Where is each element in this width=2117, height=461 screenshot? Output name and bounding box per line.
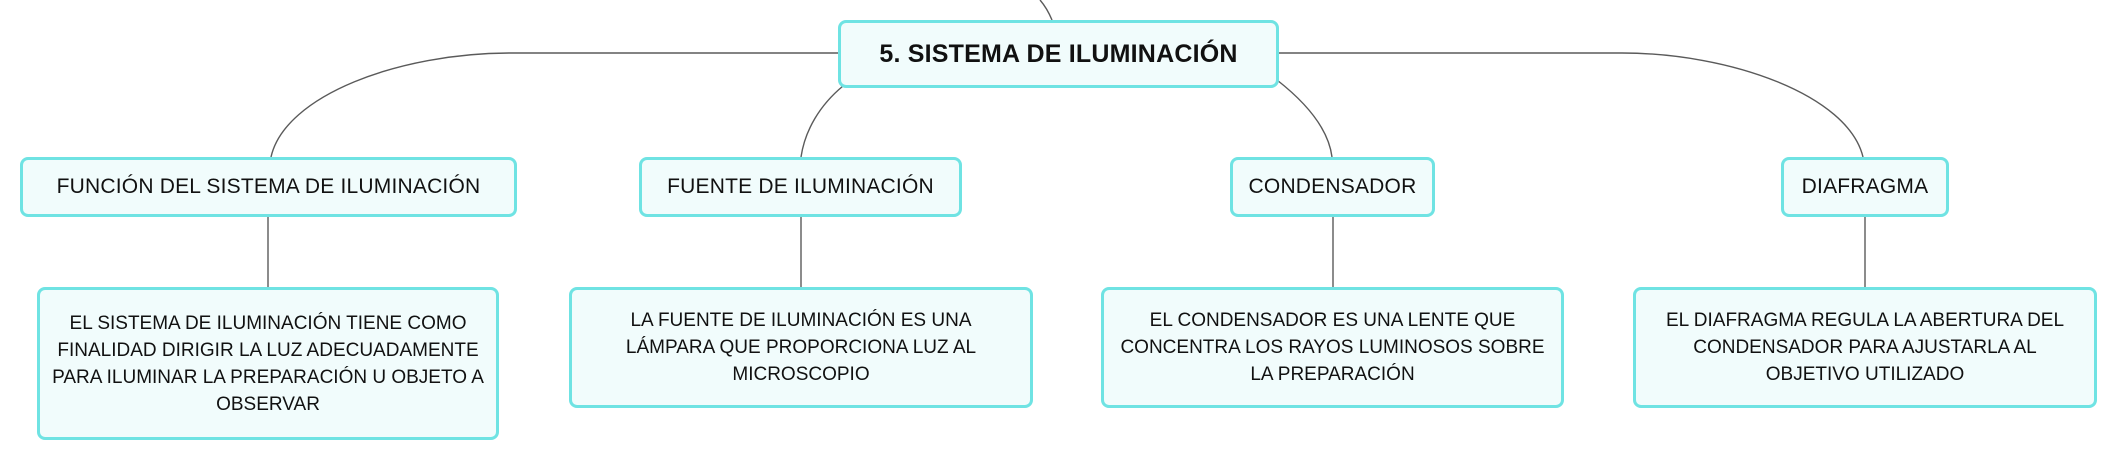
branch-node-label: DIAFRAGMA [1801,175,1929,198]
detail-node-text: EL DIAFRAGMA REGULA LA ABERTURA DEL COND… [1665,310,2065,385]
branch-node-diafragma[interactable]: DIAFRAGMA [1781,157,1949,217]
connector-root-to-diafragma [1278,52,1864,158]
detail-node-condensador[interactable]: EL CONDENSADOR ES UNA LENTE QUE CONCENTR… [1101,287,1564,408]
connector-root-to-funcion [270,52,838,158]
branch-node-condensador[interactable]: CONDENSADOR [1230,157,1435,217]
detail-node-funcion[interactable]: EL SISTEMA DE ILUMINACIÓN TIENE COMO FIN… [37,287,499,440]
branch-node-fuente[interactable]: FUENTE DE ILUMINACIÓN [639,157,962,217]
detail-node-text: LA FUENTE DE ILUMINACIÓN ES UNA LÁMPARA … [625,310,977,385]
connector-parent-to-root [1039,0,1053,21]
connector-root-to-fuente [800,85,844,158]
detail-node-diafragma[interactable]: EL DIAFRAGMA REGULA LA ABERTURA DEL COND… [1633,287,2097,408]
root-node-label: 5. SISTEMA DE ILUMINACIÓN [879,39,1238,68]
branch-node-label: FUNCIÓN DEL SISTEMA DE ILUMINACIÓN [56,175,481,198]
detail-node-text: EL SISTEMA DE ILUMINACIÓN TIENE COMO FIN… [52,312,484,415]
branch-node-funcion[interactable]: FUNCIÓN DEL SISTEMA DE ILUMINACIÓN [20,157,517,217]
connector-root-to-condensador [1276,79,1333,158]
branch-node-label: FUENTE DE ILUMINACIÓN [667,175,934,198]
detail-node-fuente[interactable]: LA FUENTE DE ILUMINACIÓN ES UNA LÁMPARA … [569,287,1033,408]
branch-node-label: CONDENSADOR [1248,175,1417,198]
detail-node-text: EL CONDENSADOR ES UNA LENTE QUE CONCENTR… [1120,310,1545,385]
root-node[interactable]: 5. SISTEMA DE ILUMINACIÓN [838,20,1279,88]
